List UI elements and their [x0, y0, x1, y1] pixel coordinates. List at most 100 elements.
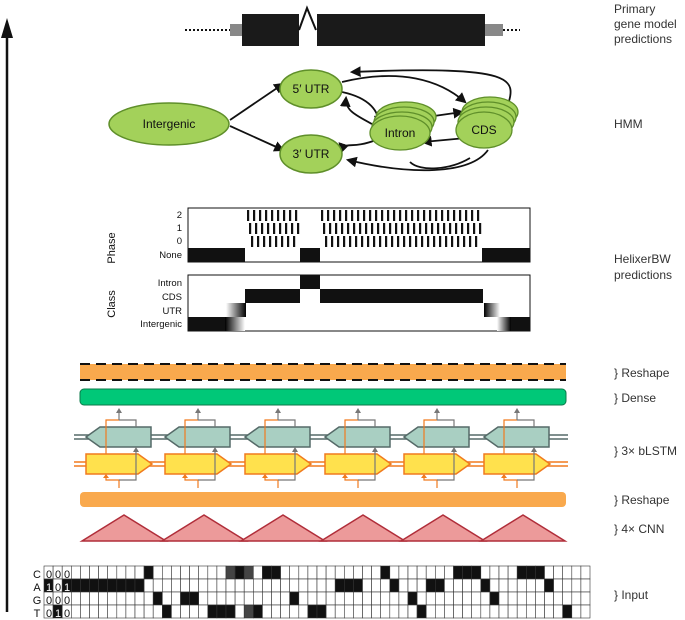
input-cell: [407, 565, 418, 580]
input-cell: [80, 591, 90, 606]
input-cell: [180, 565, 190, 580]
phase-stripe: [427, 236, 430, 247]
phase-stripe: [271, 210, 274, 221]
svg-text:1: 1: [55, 608, 61, 620]
phase-stripe: [379, 236, 382, 247]
input-cell: [444, 578, 454, 593]
label-input: } Input: [614, 588, 649, 602]
input-cell: [225, 565, 236, 580]
svg-text:Intron: Intron: [158, 278, 182, 289]
input-cell: [580, 591, 591, 606]
phase-stripe: [419, 223, 422, 234]
phase-stripe: [441, 210, 444, 221]
input-cell: [234, 565, 245, 580]
phase-stripe: [283, 210, 286, 221]
input-cell: [334, 591, 345, 606]
phase-stripe: [405, 210, 408, 221]
input-cell: [371, 578, 382, 593]
input-cell: [453, 604, 463, 619]
side-labels: Primary gene model predictions HMM Helix…: [614, 2, 677, 602]
input-cell: [307, 565, 318, 580]
svg-text:Intergenic: Intergenic: [143, 117, 196, 131]
input-grid: C A G T 0 0 0 1 0 1 0 0 0 0 1 0: [33, 565, 591, 620]
lstm-cell-3: [243, 408, 313, 488]
phase-stripe: [463, 236, 466, 247]
lstm-backward-cell: [163, 426, 231, 448]
input-cell: [225, 578, 236, 593]
svg-text:1: 1: [177, 223, 182, 234]
cnn-layer: [79, 514, 568, 542]
svg-text:UTR: UTR: [162, 306, 182, 317]
input-cell: [316, 591, 327, 606]
phase-stripe: [257, 236, 260, 247]
svg-text:0: 0: [177, 236, 182, 247]
input-cell: [307, 591, 318, 606]
input-cell: [353, 565, 363, 580]
input-cell: [189, 565, 200, 580]
lstm-cell-4: [323, 408, 393, 488]
input-cell: [444, 591, 454, 606]
input-cell: [343, 565, 354, 580]
lstm-backward-cell: [84, 426, 152, 448]
input-cell: [216, 591, 227, 606]
input-cell: [407, 578, 418, 593]
phase-stripe: [321, 210, 324, 221]
input-cell: [343, 591, 354, 606]
svg-text:0: 0: [64, 595, 70, 607]
input-cell: [116, 591, 127, 606]
phase-stripe: [269, 236, 272, 247]
phase-stripe: [265, 210, 268, 221]
input-cell: [425, 578, 436, 593]
input-cell: [316, 578, 327, 593]
input-cell: [171, 565, 181, 580]
input-cell: [380, 565, 391, 580]
input-cell: [143, 591, 154, 606]
input-cell: [434, 604, 445, 619]
input-cell: [462, 604, 473, 619]
phase-stripe: [445, 236, 448, 247]
phase-stripe: [475, 236, 478, 247]
bilstm-layer: [74, 408, 568, 488]
phase-stripe: [461, 223, 464, 234]
input-cell: [280, 578, 291, 593]
phase-stripe: [389, 223, 392, 234]
input-cell: [553, 591, 563, 606]
input-cell: [298, 604, 309, 619]
input-cell: [407, 604, 418, 619]
input-cell: [180, 591, 190, 606]
input-cell: [253, 565, 263, 580]
phase-stripe: [457, 236, 460, 247]
input-cell: [425, 591, 436, 606]
input-cell: [134, 565, 145, 580]
input-cell: [162, 591, 172, 606]
phase-stripe: [407, 223, 410, 234]
input-cell: [289, 565, 300, 580]
input-cell: [353, 604, 363, 619]
phase-stripe: [273, 223, 276, 234]
input-cell: [152, 591, 163, 606]
input-cell: [107, 604, 118, 619]
phase-stripe: [255, 223, 258, 234]
phase-stripe: [247, 210, 250, 221]
input-cell: [389, 565, 400, 580]
input-cell: [80, 565, 90, 580]
phase-stripe: [373, 236, 376, 247]
input-cell: [198, 591, 209, 606]
input-cell: [434, 565, 445, 580]
input-cell: [471, 565, 482, 580]
phase-stripe: [369, 210, 372, 221]
phase-stripe: [383, 223, 386, 234]
input-cell: [225, 604, 236, 619]
input-cell: [343, 578, 354, 593]
phase-stripe: [349, 236, 352, 247]
input-cell: [580, 565, 591, 580]
input-cell: [343, 604, 354, 619]
cnn-triangle-2: [159, 514, 249, 542]
phase-stripe: [363, 210, 366, 221]
input-cell: [353, 578, 363, 593]
phase-stripe: [473, 223, 476, 234]
input-cell: [243, 604, 254, 619]
input-cell: [125, 604, 136, 619]
input-base-t: T: [34, 608, 41, 620]
phase-stripe: [289, 210, 292, 221]
